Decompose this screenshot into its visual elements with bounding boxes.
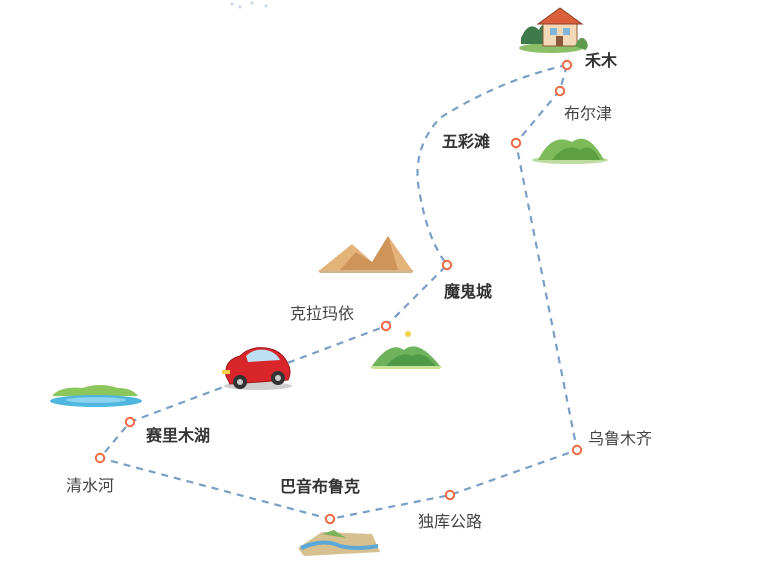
label-kelamayi: 克拉玛依 [290,304,355,323]
green-hill-icon [532,138,608,164]
label-buerjin: 布尔津 [564,104,613,123]
stop-marker-sailimuhu [124,416,136,428]
label-wucaitan: 五彩滩 [442,132,491,151]
stop-marker-moguicheng [441,259,453,271]
stop-marker-bayinbuluke [324,513,336,525]
stop-marker-hemu [561,59,573,71]
label-dukugonglu: 独库公路 [418,512,483,531]
label-bayinbuluke: 巴音布鲁克 [280,477,361,496]
mountain-sun-icon [370,331,442,369]
stop-marker-kelamayi [380,320,392,332]
label-sailimuhu: 赛里木湖 [146,426,211,445]
label-moguicheng: 魔鬼城 [444,282,493,301]
stops-layer [94,59,583,525]
lake-icon [50,385,142,407]
stop-marker-buerjin [554,85,566,97]
stop-marker-wucaitan [510,137,522,149]
stop-marker-qingshuihe [94,452,106,464]
decoration-dots [230,1,268,9]
stop-marker-wulumuqi [571,444,583,456]
label-qingshuihe: 清水河 [66,476,115,495]
red-car-icon [222,347,292,390]
label-wulumuqi: 乌鲁木齐 [588,429,653,448]
stop-marker-dukugonglu [444,489,456,501]
label-hemu: 禾木 [585,51,618,70]
route-line [98,63,579,521]
river-valley-icon [298,530,380,556]
house-icon [519,7,588,53]
desert-dunes-icon [318,236,414,273]
